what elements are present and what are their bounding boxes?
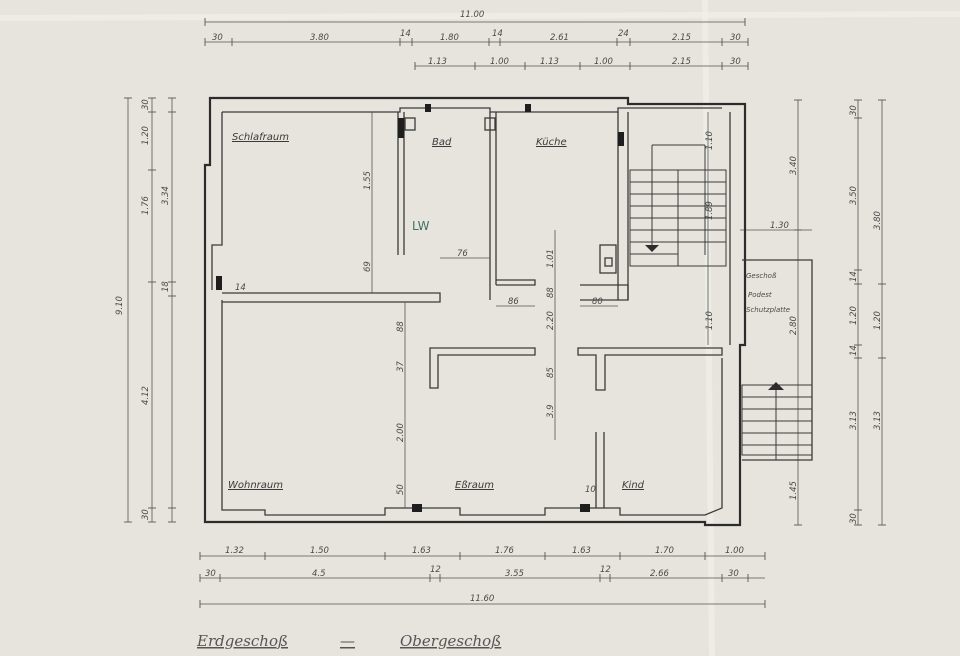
dim-right-r1-3: 1.20 [849, 306, 859, 325]
room-label-kind: Kind [622, 480, 645, 491]
dim-bottom-r2-1: 4.5 [312, 569, 326, 579]
dim-top-r1-8: 30 [730, 33, 741, 43]
dim-int-h5: 14 [235, 283, 246, 293]
dim-left-r1-1: 1.20 [141, 126, 151, 145]
dim-top-r1-0: 30 [212, 33, 223, 43]
dim-left-r2-0: 3.34 [161, 186, 171, 205]
dim-int-kitchen-v3: 1.10 [705, 311, 715, 330]
dim-top-r1-6: 24 [618, 29, 629, 39]
paper-fold-line [702, 0, 715, 656]
room-label-bad: Bad [432, 137, 452, 148]
dim-bottom-r2-3: 3.55 [505, 569, 524, 579]
dim-right-stair-rise: 3.40 [789, 156, 799, 175]
dim-int-k1: 1.01 [546, 249, 556, 268]
dim-right-r1-6: 30 [849, 513, 859, 524]
dim-right-stair-width: 1.30 [770, 221, 789, 231]
dim-int-h4: 10 [585, 485, 596, 495]
dim-bottom-r2-2: 12 [430, 565, 441, 575]
dim-int-kitchen-v2: 1.89 [705, 201, 715, 220]
dim-right-r1-0: 30 [849, 105, 859, 116]
stair-label-schutzplatte: Schutzplatte [746, 306, 790, 314]
dim-top-r2-0: 1.13 [428, 57, 447, 67]
dim-int-h1: 76 [457, 249, 468, 259]
dim-left-r1-4: 30 [141, 509, 151, 520]
dim-bottom-r1-6: 1.00 [725, 546, 744, 556]
interior-walls [222, 112, 723, 508]
dim-top-overall: 11.00 [460, 10, 484, 20]
dim-int-v6: 50 [396, 484, 406, 495]
dim-int-k5: 3.9 [546, 404, 556, 418]
dim-top-r1-7: 2.15 [672, 33, 691, 43]
interior-dimensions: 1.55 69 88 37 2.00 50 76 86 80 10 14 1.0… [235, 112, 715, 508]
top-dimensions: 11.00 30 3.80 14 1.80 14 2.61 24 2.15 30… [204, 10, 749, 70]
dim-top-r1-3: 1.80 [440, 33, 459, 43]
dim-bottom-r2-4: 12 [600, 565, 611, 575]
dim-top-r1-2: 14 [400, 29, 411, 39]
dim-bottom-r1-0: 1.32 [225, 546, 244, 556]
dim-right-misc: 1.45 [789, 481, 799, 500]
entrance-stairs [741, 259, 813, 461]
dim-bottom-r2-6: 30 [728, 569, 739, 579]
dim-int-v2: 69 [363, 261, 373, 272]
paper-fold-line [0, 11, 960, 21]
stair-label-podest: Podest [748, 291, 772, 299]
dim-top-r2-5: 30 [730, 57, 741, 67]
caption-obergeschoss: Obergeschoß [400, 632, 501, 650]
dim-bottom-r2-0: 30 [205, 569, 216, 579]
dim-top-r1-5: 2.61 [550, 33, 569, 43]
dim-right-r2-1: 1.20 [873, 311, 883, 330]
dim-bottom-r1-5: 1.70 [655, 546, 674, 556]
room-label-wohnraum: Wohnraum [228, 480, 283, 491]
dim-int-h3: 80 [592, 297, 603, 307]
room-label-schlafraum: Schlafraum [232, 132, 289, 143]
dim-left-overall: 9.10 [115, 296, 125, 315]
dim-top-r2-3: 1.00 [594, 57, 613, 67]
lw-annotation: LW [412, 219, 430, 233]
dim-int-v4: 37 [396, 361, 406, 372]
column-marks [216, 104, 624, 512]
dim-bottom-r1-2: 1.63 [412, 546, 431, 556]
room-label-kueche: Küche [536, 137, 567, 148]
outer-walls [203, 96, 747, 527]
dim-right-r2-2: 3.13 [873, 411, 883, 430]
dim-int-v3: 88 [396, 321, 406, 332]
stair-label-geschoss: Geschoß [746, 272, 777, 280]
dim-bottom-r1-1: 1.50 [310, 546, 329, 556]
dim-right-r1-2: 14 [849, 271, 859, 282]
caption-erdgeschoss: Erdgeschoß [196, 632, 288, 650]
dim-bottom-r2-5: 2.66 [650, 569, 670, 579]
dim-right-stair-run: 2.80 [789, 316, 799, 335]
room-label-essraum: Eßraum [455, 480, 494, 491]
upper-stairs [629, 144, 727, 267]
dim-int-k3: 2.20 [546, 311, 556, 330]
dim-bottom-r1-3: 1.76 [495, 546, 515, 556]
dim-left-r1-3: 4.12 [141, 386, 151, 405]
dim-int-k4: 85 [546, 367, 556, 378]
dim-int-v5: 2.00 [396, 423, 406, 442]
dim-left-r1-2: 1.76 [141, 195, 151, 215]
left-dimensions: 9.10 30 1.20 1.76 4.12 30 3.34 18 [115, 97, 176, 523]
dim-top-r2-4: 2.15 [672, 57, 691, 67]
caption-dash: — [340, 632, 355, 650]
dim-right-r1-1: 3.50 [849, 186, 859, 205]
dim-top-r1-1: 3.80 [310, 33, 329, 43]
right-dimensions: 30 3.50 14 1.20 14 3.13 30 3.80 1.20 3.1… [740, 99, 886, 526]
dim-right-r2-0: 3.80 [873, 211, 883, 230]
dim-bottom-r1-4: 1.63 [572, 546, 591, 556]
dim-top-r2-1: 1.00 [490, 57, 509, 67]
dim-int-h2: 86 [508, 297, 519, 307]
dim-int-kitchen-v: 1.10 [705, 131, 715, 150]
dim-bottom-overall: 11.60 [470, 594, 494, 604]
dim-int-v1: 1.55 [363, 171, 373, 190]
dim-left-r1-0: 30 [141, 99, 151, 110]
bottom-dimensions: 1.32 1.50 1.63 1.76 1.63 1.70 1.00 30 4.… [199, 546, 766, 608]
dim-top-r2-2: 1.13 [540, 57, 559, 67]
dim-left-r2-1: 18 [161, 281, 171, 292]
dim-top-r1-4: 14 [492, 29, 503, 39]
dim-right-r1-5: 3.13 [849, 411, 859, 430]
dim-right-r1-4: 14 [849, 345, 859, 356]
dim-int-k2: 88 [546, 287, 556, 298]
